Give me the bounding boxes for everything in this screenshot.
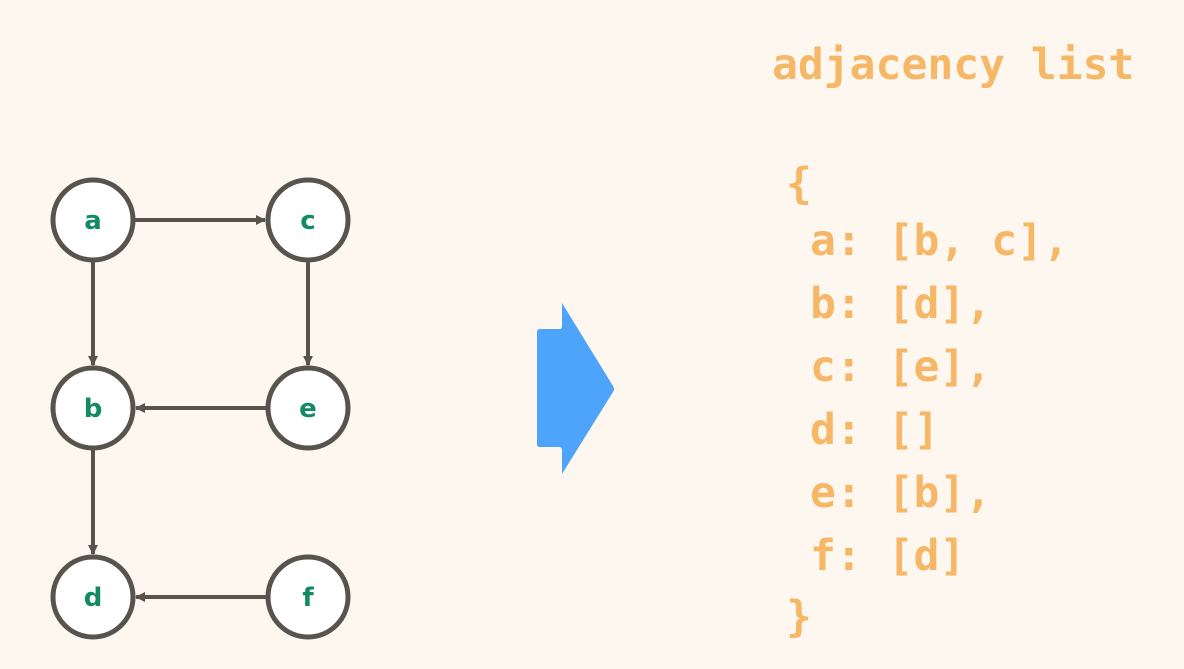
adjacency-entry: c: [e], <box>810 342 992 392</box>
node-circle <box>265 554 351 640</box>
node-circle <box>50 554 136 640</box>
node-circle <box>265 177 351 263</box>
node-label: b <box>84 394 103 424</box>
node-label: e <box>299 394 317 424</box>
adjacency-entry: f: [d] <box>810 531 966 581</box>
adjacency-entry: a: [b, c], <box>810 216 1069 266</box>
node-circle <box>50 177 136 263</box>
node-e: e <box>265 365 351 451</box>
node-label: a <box>84 206 102 236</box>
node-d: d <box>50 554 136 640</box>
node-c: c <box>265 177 351 263</box>
node-circle <box>50 365 136 451</box>
node-a: a <box>50 177 136 263</box>
node-label: d <box>84 583 103 613</box>
adjacency-list-title: adjacency list <box>772 40 1135 90</box>
node-circle <box>265 365 351 451</box>
node-b: b <box>50 365 136 451</box>
node-f: f <box>265 554 351 640</box>
node-label: c <box>300 206 315 236</box>
node-label: f <box>302 583 314 613</box>
close-brace: } <box>786 592 812 642</box>
open-brace: { <box>786 159 812 209</box>
adjacency-entry: e: [b], <box>810 468 992 518</box>
adjacency-entry: d: [] <box>810 405 940 455</box>
transform-arrow-icon <box>537 303 614 474</box>
adjacency-entry: b: [d], <box>810 279 992 329</box>
